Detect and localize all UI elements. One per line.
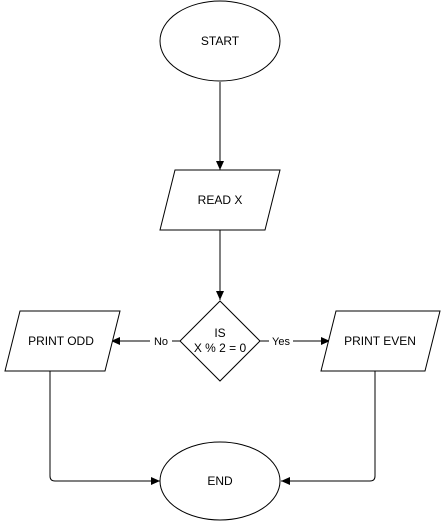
start-label: START: [201, 34, 240, 48]
node-print-odd: PRINT ODD: [4, 310, 121, 372]
node-decision: IS X % 2 = 0: [179, 300, 261, 382]
decision-diamond: [179, 300, 261, 382]
node-print-even: PRINT EVEN: [320, 310, 441, 372]
decision-label-line1: IS: [214, 326, 225, 340]
node-read-x: READ X: [159, 169, 281, 231]
start-ellipse: [159, 0, 281, 82]
read-label: READ X: [198, 193, 243, 207]
end-ellipse: [159, 441, 281, 521]
edge-print-odd-to-end: [49, 371, 160, 485]
print-even-label: PRINT EVEN: [344, 334, 416, 348]
edge-label-yes-bg: [269, 334, 293, 348]
node-end: END: [159, 441, 281, 521]
edge-label-no: No: [154, 336, 168, 348]
end-label: END: [207, 474, 233, 488]
print-even-parallelogram: [320, 310, 441, 372]
read-parallelogram: [159, 169, 281, 231]
print-odd-label: PRINT ODD: [28, 334, 94, 348]
decision-label-line2: X % 2 = 0: [194, 341, 247, 355]
edge-label-yes: Yes: [272, 336, 290, 348]
edge-label-no-bg: [150, 334, 172, 348]
print-odd-parallelogram: [4, 310, 121, 372]
edge-print-even-to-end: [281, 371, 376, 485]
node-start: START: [159, 0, 281, 82]
